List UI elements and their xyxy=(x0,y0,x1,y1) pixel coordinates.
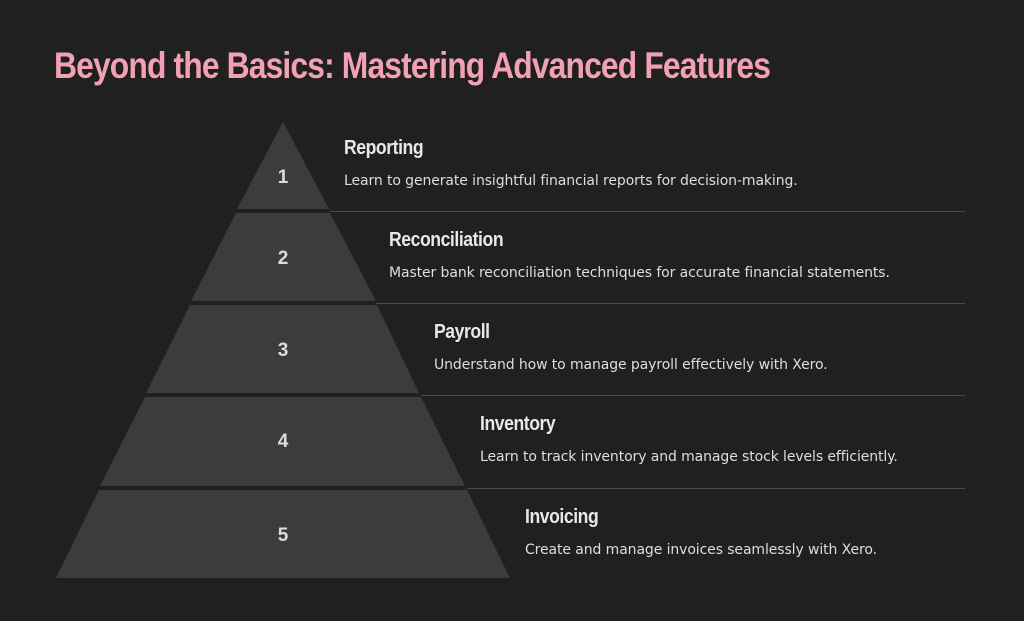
level-description: Master bank reconciliation techniques fo… xyxy=(389,265,890,281)
divider-4 xyxy=(467,488,965,489)
level-heading-invoicing: Invoicing xyxy=(525,506,599,528)
tier-number-1: 1 xyxy=(278,167,289,188)
level-description: Learn to track inventory and manage stoc… xyxy=(480,449,898,465)
pyramid-tier-2 xyxy=(191,213,376,301)
divider-1 xyxy=(330,211,965,212)
level-description: Understand how to manage payroll effecti… xyxy=(434,357,828,373)
level-1: Reporting Learn to generate insightful f… xyxy=(344,136,798,190)
pyramid-tier-1 xyxy=(237,122,329,209)
pyramid-tier-4 xyxy=(100,397,465,486)
level-description: Learn to generate insightful financial r… xyxy=(344,173,798,189)
level-5: Invoicing Create and manage invoices sea… xyxy=(525,505,877,559)
tier-number-5: 5 xyxy=(278,525,289,546)
level-heading-payroll: Payroll xyxy=(434,321,490,343)
level-description: Create and manage invoices seamlessly wi… xyxy=(525,542,877,558)
divider-2 xyxy=(376,303,965,304)
tier-number-4: 4 xyxy=(278,431,289,452)
level-4: Inventory Learn to track inventory and m… xyxy=(480,412,898,466)
pyramid-tier-3 xyxy=(146,305,419,393)
level-heading-inventory: Inventory xyxy=(480,413,556,435)
level-2: Reconciliation Master bank reconciliatio… xyxy=(389,228,890,282)
tier-number-2: 2 xyxy=(278,248,289,269)
pyramid-tier-5 xyxy=(56,490,510,578)
level-heading-reporting: Reporting xyxy=(344,137,424,159)
level-heading-reconciliation: Reconciliation xyxy=(389,229,504,251)
tier-number-3: 3 xyxy=(278,340,289,361)
level-3: Payroll Understand how to manage payroll… xyxy=(434,320,828,374)
divider-3 xyxy=(421,395,965,396)
slide-title: Beyond the Basics: Mastering Advanced Fe… xyxy=(54,45,771,86)
